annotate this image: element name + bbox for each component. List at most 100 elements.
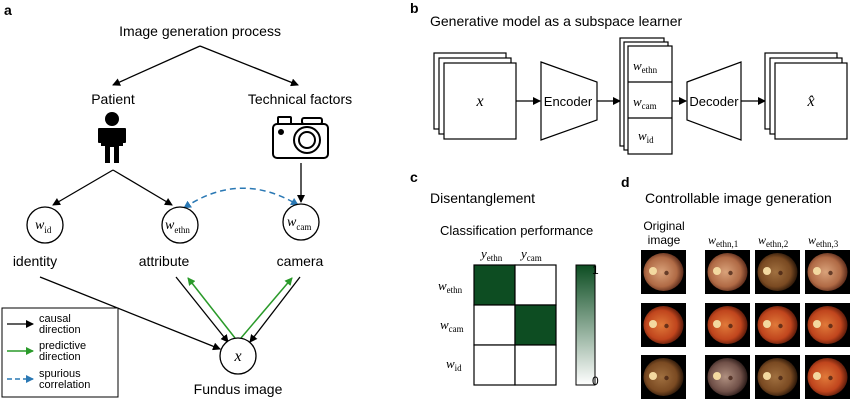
optic-disc [713, 267, 721, 275]
svg-text:x: x [233, 348, 241, 365]
node-x: x [219, 337, 257, 375]
latent-wcam: wcam [633, 94, 657, 111]
fundus-retina [643, 253, 684, 291]
camera-label: camera [277, 253, 324, 269]
panel-c-letter: c [410, 169, 418, 185]
row-label-wethn: wethn [438, 278, 463, 295]
col-label-wethn2: wethn,2 [758, 233, 788, 249]
optic-disc [763, 267, 771, 275]
latent-wethn: wethn [633, 58, 658, 75]
legend-predictive-line1: predictive [39, 340, 86, 352]
person-icon [98, 112, 126, 163]
arrow-patient-to-wethn [112, 169, 173, 206]
col-label-yethn: yethn [479, 246, 503, 263]
fundus-retina [807, 358, 848, 396]
input-x-label: x [475, 93, 483, 110]
panel-a-title: Image generation process [119, 23, 281, 39]
latent-stack [619, 37, 673, 155]
output-image-stack [764, 52, 848, 140]
macula [828, 375, 833, 381]
colorbar [575, 264, 596, 386]
macula [664, 270, 669, 276]
optic-disc [649, 267, 657, 275]
col-label-ycam: ycam [519, 246, 542, 263]
panel-b-letter: b [410, 0, 419, 16]
optic-disc [713, 372, 721, 380]
legend: causal direction predictive direction sp… [1, 307, 119, 398]
legend-spurious-line1: spurious [39, 368, 81, 380]
input-image-stack [433, 52, 517, 140]
encoder-label: Encoder [544, 94, 593, 109]
col-label-wethn3: wethn,3 [808, 233, 839, 249]
optic-disc [649, 372, 657, 380]
svg-text:wethn: wethn [165, 218, 190, 235]
heatmap-cell [473, 304, 516, 346]
optic-disc [813, 320, 821, 328]
svg-text:wid: wid [35, 218, 52, 235]
disentanglement-heatmap [473, 264, 557, 386]
arrow-x-to-camera [240, 277, 293, 339]
optic-disc [763, 372, 771, 380]
fundus-retina [757, 306, 798, 344]
panel-c-subtitle: Classification performance [440, 223, 593, 238]
macula [828, 270, 833, 276]
panel-d-title: Controllable image generation [645, 190, 832, 206]
node-wid: wid [26, 206, 64, 244]
optic-disc [813, 372, 821, 380]
macula [778, 323, 783, 329]
legend-causal-line2: direction [39, 324, 81, 336]
panel-b-title: Generative model as a subspace learner [430, 13, 682, 29]
spurious-correlation-arc [183, 187, 299, 209]
colorbar-min: 0 [592, 374, 599, 388]
arrow-identity-to-x [39, 276, 221, 351]
arrow-camera-to-x [249, 276, 301, 343]
original-image-label-2: image [648, 233, 681, 247]
macula [664, 375, 669, 381]
output-xhat-label: x̂ [806, 93, 814, 110]
node-wethn: wethn [161, 206, 199, 244]
heatmap-cell [473, 264, 516, 306]
fundus-retina [757, 358, 798, 396]
latent-wid: wid [638, 128, 654, 145]
optic-disc [649, 320, 657, 328]
fundus-retina [807, 253, 848, 291]
arrow-x-to-attribute [187, 277, 236, 339]
arrow-title-to-patient [112, 45, 201, 86]
macula [728, 323, 733, 329]
fundus-retina [707, 358, 748, 396]
heatmap-cell [514, 344, 557, 386]
fundus-retina [643, 358, 684, 396]
heatmap-cell [514, 304, 557, 346]
legend-predictive-line2: direction [39, 351, 81, 363]
camera-icon [272, 116, 329, 159]
encoder-trapezoid [540, 61, 598, 141]
heatmap-cell [514, 264, 557, 306]
fundus-image-label: Fundus image [194, 381, 283, 397]
macula [728, 270, 733, 276]
fundus-retina [707, 306, 748, 344]
identity-label: identity [13, 253, 57, 269]
attribute-label: attribute [139, 253, 190, 269]
legend-spurious-line2: correlation [39, 379, 90, 391]
arrow-title-to-technical [199, 45, 299, 87]
svg-text:wcam: wcam [287, 215, 311, 232]
colorbar-max: 1 [592, 263, 599, 277]
col-label-wethn1: wethn,1 [708, 233, 738, 249]
panel-a-letter: a [4, 2, 12, 18]
node-wcam: wcam [282, 203, 320, 241]
fundus-retina [757, 253, 798, 291]
row-label-wid: wid [446, 356, 462, 373]
optic-disc [763, 320, 771, 328]
heatmap-cell [473, 344, 516, 386]
row-label-wcam: wcam [440, 317, 464, 334]
arrow-attribute-to-x [175, 276, 229, 343]
patient-label: Patient [91, 91, 135, 107]
decoder-label: Decoder [689, 94, 739, 109]
original-image-label-1: Original [643, 219, 684, 233]
macula [728, 375, 733, 381]
technical-factors-label: Technical factors [248, 91, 352, 107]
optic-disc [813, 267, 821, 275]
macula [778, 375, 783, 381]
fundus-image-grid [641, 250, 850, 399]
